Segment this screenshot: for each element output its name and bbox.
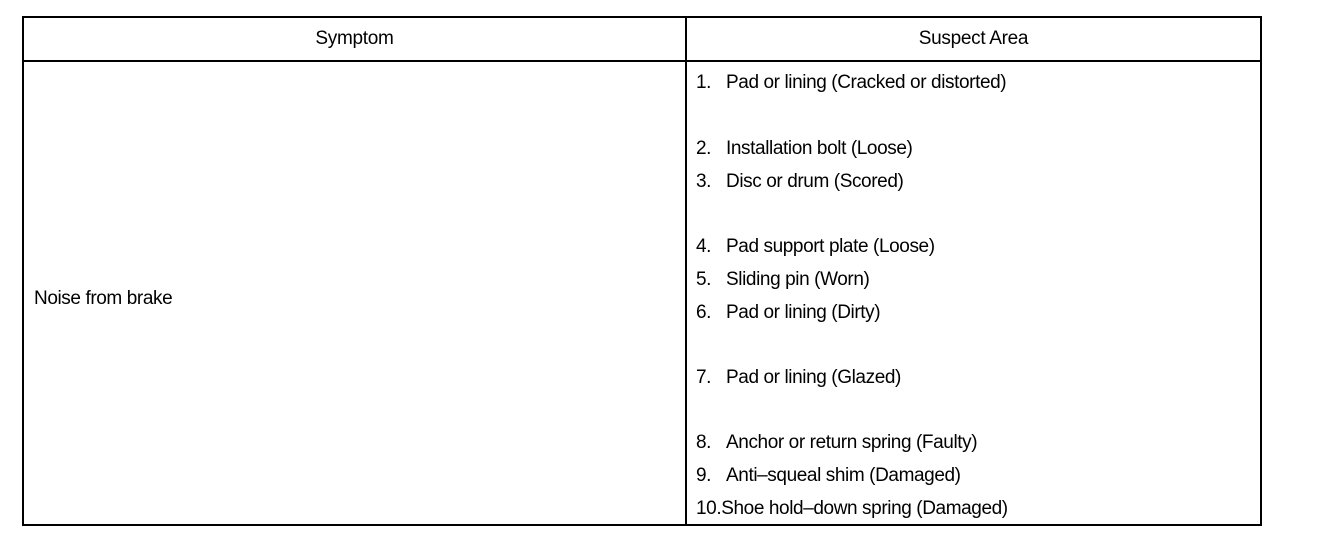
item-number: 5. (696, 269, 712, 290)
suspect-item: 5. Sliding pin (Worn) (696, 269, 870, 291)
header-suspect-area: Suspect Area (918, 28, 1029, 49)
item-number: 6. (696, 302, 712, 323)
item-text: Disc or drum (Scored) (726, 171, 904, 192)
item-number: 2. (696, 138, 712, 159)
item-number: 9. (696, 465, 712, 486)
item-number: 7. (696, 367, 712, 388)
symptom-cell: Noise from brake (34, 288, 173, 309)
item-number: 8. (696, 432, 712, 453)
suspect-item: 3. Disc or drum (Scored) (696, 171, 904, 193)
item-text: Anti–squeal shim (Damaged) (726, 465, 961, 486)
suspect-item: 2. Installation bolt (Loose) (696, 138, 913, 160)
item-text: Pad or lining (Glazed) (726, 367, 901, 388)
suspect-item: 1. Pad or lining (Cracked or distorted) (696, 72, 1007, 94)
suspect-item: 9. Anti–squeal shim (Damaged) (696, 465, 961, 487)
suspect-item: 10.Shoe hold–down spring (Damaged) (696, 498, 1008, 520)
item-number: 4. (696, 236, 712, 257)
item-number: 10. (696, 498, 722, 519)
item-text: Pad support plate (Loose) (726, 236, 935, 257)
header-symptom: Symptom (315, 28, 394, 49)
item-text: Shoe hold–down spring (Damaged) (721, 498, 1008, 519)
suspect-item: 6. Pad or lining (Dirty) (696, 302, 881, 324)
troubleshooting-table: Symptom Suspect Area Noise from brake 1.… (22, 16, 1262, 526)
suspect-item: 8. Anchor or return spring (Faulty) (696, 432, 978, 454)
item-number: 3. (696, 171, 712, 192)
item-text: Pad or lining (Cracked or distorted) (726, 72, 1007, 93)
column-divider (685, 18, 687, 524)
item-text: Sliding pin (Worn) (726, 269, 870, 290)
item-text: Pad or lining (Dirty) (726, 302, 881, 323)
item-number: 1. (696, 72, 712, 93)
suspect-item: 4. Pad support plate (Loose) (696, 236, 935, 258)
suspect-item: 7. Pad or lining (Glazed) (696, 367, 901, 389)
item-text: Installation bolt (Loose) (726, 138, 913, 159)
table-header-row: Symptom Suspect Area (24, 18, 1260, 62)
item-text: Anchor or return spring (Faulty) (726, 432, 978, 453)
